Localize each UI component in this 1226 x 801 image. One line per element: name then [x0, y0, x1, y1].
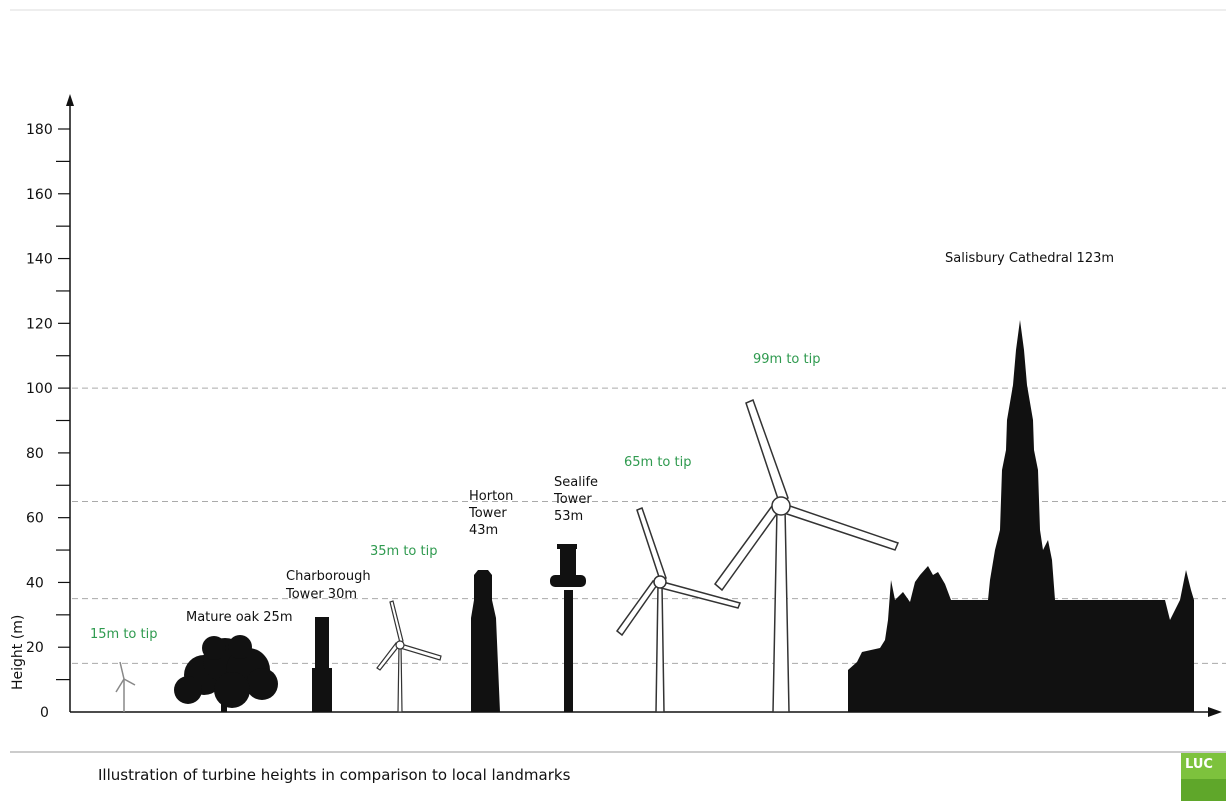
cathedral-label: Salisbury Cathedral 123m	[945, 251, 1114, 266]
charborough-label: Charborough Tower 30m	[285, 569, 375, 602]
sealife-label: Sealife Tower 53m	[553, 475, 602, 524]
salisbury-cathedral-icon	[848, 320, 1194, 712]
luc-logo: LUC	[1181, 753, 1226, 801]
y-tick-label: 140	[26, 252, 53, 268]
y-tick-label: 100	[26, 381, 53, 397]
y-tick-label: 180	[26, 122, 53, 138]
y-axis-arrow	[66, 94, 74, 106]
y-tick-label: 80	[26, 446, 44, 462]
y-tick-label: 40	[26, 575, 44, 591]
horton-tower-icon	[471, 570, 500, 712]
turbine-99m	[713, 398, 900, 713]
oak-label: Mature oak 25m	[186, 610, 293, 625]
turbine-99m-label: 99m to tip	[753, 352, 820, 367]
figure-caption: Illustration of turbine heights in compa…	[98, 766, 571, 784]
x-axis-arrow	[1208, 707, 1222, 717]
y-tick-label: 0	[40, 705, 49, 721]
turbine-65m-label: 65m to tip	[624, 455, 691, 470]
turbine-35m	[376, 600, 442, 713]
y-tick-label: 60	[26, 511, 44, 527]
y-axis-title: Height (m)	[10, 615, 26, 690]
turbine-65m	[615, 507, 742, 713]
charborough-tower-icon	[312, 617, 332, 712]
y-tick-label: 20	[26, 640, 44, 656]
horton-label: Horton Tower 43m	[468, 489, 518, 538]
sealife-tower-icon	[550, 544, 586, 712]
turbine-15m	[115, 661, 136, 712]
y-ticks: 0 20 40 60 80 100 120 140 160 180	[26, 122, 70, 721]
y-tick-label: 120	[26, 316, 53, 332]
oak-tree-icon	[174, 635, 278, 712]
turbine-15m-label: 15m to tip	[90, 627, 157, 642]
logo-text: LUC	[1185, 757, 1213, 772]
y-tick-label: 160	[26, 187, 53, 203]
turbine-35m-label: 35m to tip	[370, 544, 437, 559]
